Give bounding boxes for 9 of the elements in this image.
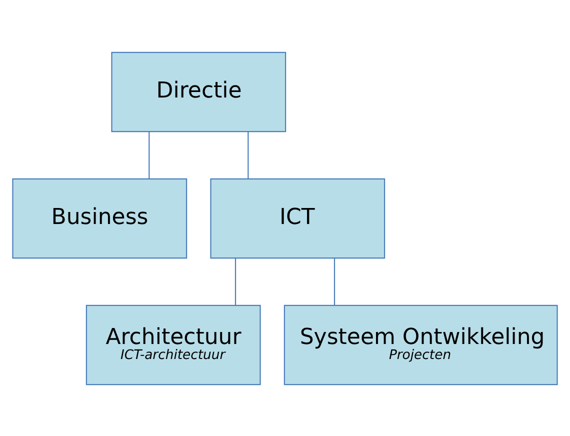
connector xyxy=(234,258,236,305)
node-box: Systeem Ontwikkeling Projecten xyxy=(284,304,558,385)
node-box: Business xyxy=(12,178,188,258)
node-box: Directie xyxy=(111,51,286,132)
connector xyxy=(148,131,150,178)
connector xyxy=(248,131,249,178)
node-box: Architectuur ICT-architectuur xyxy=(86,304,261,385)
connector xyxy=(334,258,336,305)
node-box: ICT xyxy=(210,178,386,258)
